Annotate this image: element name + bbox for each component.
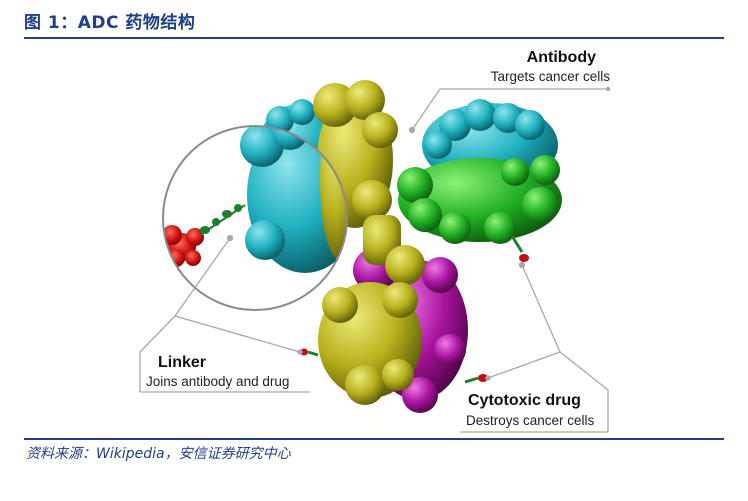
antibody-label-title: Antibody	[527, 49, 596, 66]
drug-conjugate-right	[510, 235, 529, 262]
bottom-divider	[24, 438, 724, 440]
antibody-callout-line	[411, 88, 608, 131]
drug-conjugate-left	[300, 348, 319, 357]
source-note: 资料来源：Wikipedia，安信证券研究中心	[26, 446, 291, 462]
heavy-chain-green-arm	[397, 155, 562, 244]
callout-lines	[139, 86, 611, 432]
linker-label-title: Linker	[158, 354, 206, 371]
linker-label-subtitle: Joins antibody and drug	[146, 374, 289, 389]
linker-callout-line	[139, 315, 301, 392]
cytotoxic-drug-label-subtitle: Destroys cancer cells	[466, 413, 595, 428]
cytotoxic-drug-label-title: Cytotoxic drug	[468, 392, 581, 409]
figure-title: 图 1：ADC 药物结构	[24, 13, 196, 33]
cytotoxic-callout-line	[521, 264, 609, 432]
drug-conjugate-lower	[464, 374, 488, 384]
linker-chain-magnified	[199, 204, 246, 236]
antibody-label-subtitle: Targets cancer cells	[491, 69, 611, 84]
heavy-chain-yellow	[313, 80, 425, 405]
drug-molecule-magnified	[163, 225, 204, 267]
top-divider	[24, 37, 724, 39]
